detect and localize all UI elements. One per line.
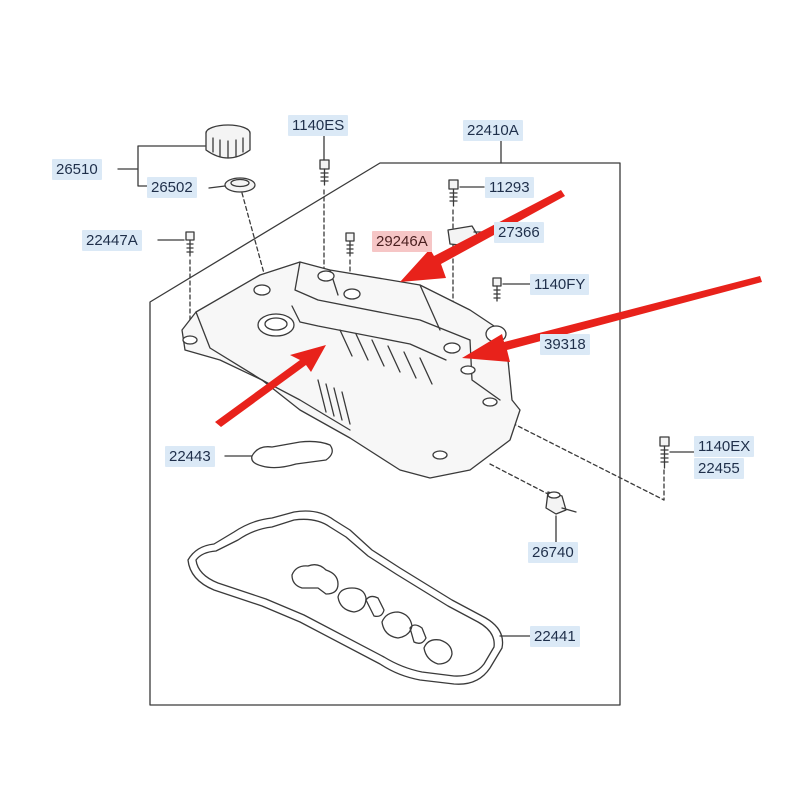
- cover-ribs: [291, 305, 447, 425]
- filler-neck: [257, 313, 295, 337]
- bolt-icon: [659, 436, 670, 469]
- oil-filler-cap-icon: [205, 124, 251, 159]
- bolt-icon: [345, 232, 355, 257]
- assembly-frame: [149, 162, 621, 706]
- part-label-11293: 11293: [485, 177, 534, 198]
- part-label-26502: 26502: [147, 177, 197, 198]
- part-label-1140ES: 1140ES: [288, 115, 349, 136]
- part-label-22441: 22441: [530, 626, 580, 647]
- gasket-22443: [251, 440, 333, 469]
- bolt-icon: [319, 159, 330, 186]
- part-label-39318: 39318: [540, 334, 590, 355]
- part-label-22447A: 22447A: [82, 230, 142, 251]
- leader-26502: [208, 185, 226, 189]
- bolt-icon: [185, 231, 195, 257]
- part-label-22410A: 22410A: [463, 120, 523, 141]
- bolt-icon: [448, 179, 459, 207]
- part-label-26510: 26510: [52, 159, 102, 180]
- part-label-1140FY: 1140FY: [530, 274, 590, 295]
- part-label-26740: 26740: [528, 542, 578, 563]
- part-label-1140EX: 1140EX: [694, 436, 755, 457]
- part-label-29246A: 29246A: [372, 231, 432, 252]
- arrow-icon: [215, 190, 762, 427]
- bolt-icon: [492, 277, 502, 302]
- gasket-22441: [187, 510, 504, 685]
- part-label-22455: 22455: [694, 458, 744, 479]
- leader-26510: [117, 145, 206, 187]
- pcv-valve-icon: [545, 491, 577, 515]
- cap-gasket-icon: [224, 177, 256, 193]
- leader-26502-down: [241, 192, 269, 289]
- part-label-22443: 22443: [165, 446, 215, 467]
- part-label-27366: 27366: [494, 222, 544, 243]
